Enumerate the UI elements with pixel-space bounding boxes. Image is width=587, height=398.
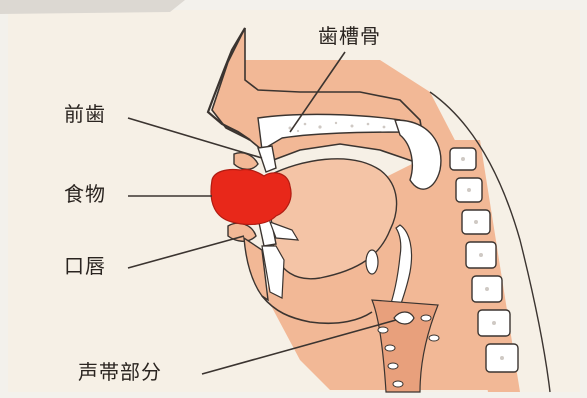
label-food: 食物 [64, 184, 106, 204]
label-front-teeth: 前歯 [64, 104, 106, 124]
page-corner-shadow [0, 0, 185, 14]
epiglottis [366, 250, 378, 274]
label-alveolar-bone: 歯槽骨 [318, 26, 381, 46]
label-lips: 口唇 [64, 256, 106, 276]
label-vocal-cord-area: 声帯部分 [78, 362, 162, 382]
